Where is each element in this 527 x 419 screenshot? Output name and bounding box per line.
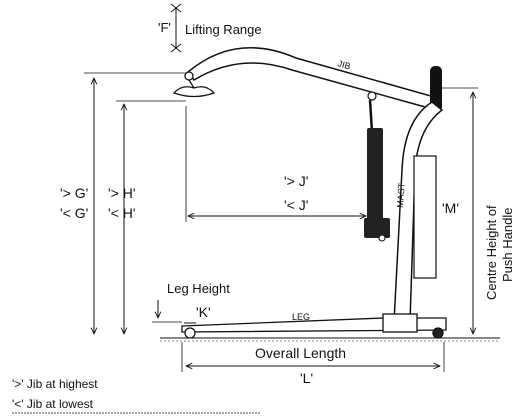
h-dimension <box>116 100 186 334</box>
spreader-bar <box>172 71 216 98</box>
legend-highest: '>' Jib at highest <box>12 377 98 391</box>
label-leg-height: Leg Height <box>167 281 230 296</box>
label-g-high: '> G' <box>60 185 88 201</box>
centre-height-dimension <box>440 87 478 334</box>
actuator-ram <box>364 91 390 242</box>
label-centre-height-line2: Push Handle <box>500 208 515 282</box>
label-h-high: '> H' <box>108 185 136 201</box>
label-f: 'F' <box>158 20 171 35</box>
label-h-low: '< H' <box>108 205 136 221</box>
lifting-range-dimension <box>170 3 182 53</box>
jib-arm <box>186 47 439 111</box>
label-jib: JIB <box>336 58 351 71</box>
g-dimension <box>84 72 186 334</box>
label-j-high: '> J' <box>284 173 308 189</box>
label-centre-height-line1: Centre Height of <box>484 205 499 300</box>
label-leg: LEG <box>292 312 310 322</box>
label-mast: MAST <box>395 182 407 208</box>
overall-length-dimension <box>181 342 445 372</box>
label-overall-length: Overall Length <box>255 345 346 361</box>
j-dimension <box>185 106 366 222</box>
push-handle <box>430 66 442 112</box>
battery-box <box>413 155 437 279</box>
legend-lowest: '<' Jib at lowest <box>12 397 94 411</box>
label-lifting-range: Lifting Range <box>185 22 262 37</box>
leg-height-dimension <box>152 300 182 323</box>
leg-base <box>181 313 447 339</box>
label-j-low: '< J' <box>284 197 308 213</box>
label-m: 'M' <box>442 200 459 216</box>
label-k: 'K' <box>196 304 211 320</box>
label-g-low: '< G' <box>60 205 88 221</box>
label-l: 'L' <box>300 370 313 386</box>
